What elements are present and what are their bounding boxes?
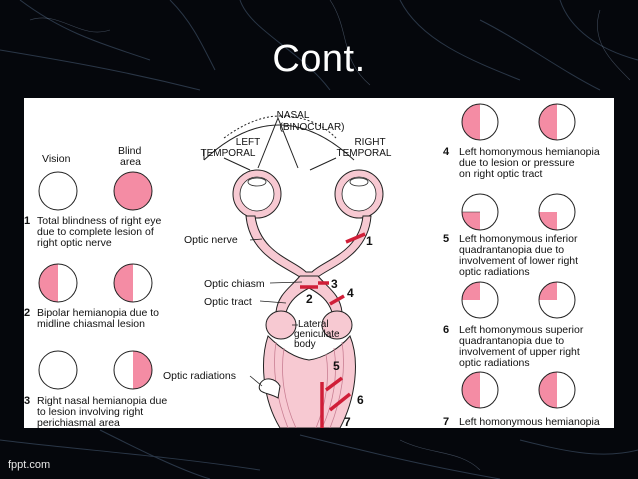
right-item-4-line-2: due to lesion or pressure bbox=[459, 157, 575, 169]
left-item-3-line-3: perichiasmal area bbox=[37, 417, 120, 428]
lesion-markers bbox=[300, 232, 366, 428]
lesion-6-number: 6 bbox=[357, 393, 364, 407]
right-item-4-line-1: Left homonymous hemianopia bbox=[459, 146, 600, 158]
vision-field-7 bbox=[461, 371, 499, 409]
blind-field-3 bbox=[113, 350, 153, 390]
label-leader-lines bbox=[249, 238, 303, 387]
right-item-6-line-2: quadrantanopia due to bbox=[459, 335, 564, 347]
left-item-3-line-2: to lesion involving right bbox=[37, 406, 143, 418]
left-item-1: 1 Total blindness of right eye due to co… bbox=[24, 215, 161, 249]
optic-nerves bbox=[245, 215, 372, 281]
binocular-label: (BINOCULAR) bbox=[279, 122, 344, 133]
vision-field-1 bbox=[38, 171, 78, 211]
lesion-6-bar bbox=[328, 392, 352, 412]
blind-field-2 bbox=[113, 263, 153, 303]
optic-radiations-label: Optic radiations bbox=[163, 370, 236, 382]
left-item-2-number: 2 bbox=[24, 307, 30, 319]
blind-field-7 bbox=[538, 371, 576, 409]
left-item-2: 2 Bipolar hemianopia due to midline chia… bbox=[24, 307, 159, 330]
nasal-label: NASAL bbox=[277, 110, 310, 121]
slide-title: Cont. bbox=[272, 38, 366, 80]
right-item-4-number: 4 bbox=[443, 146, 450, 158]
vision-column-header: Vision bbox=[42, 153, 71, 165]
lesion-3-number: 3 bbox=[331, 277, 338, 291]
right-item-6-line-4: optic radiations bbox=[459, 357, 530, 369]
lesion-4-number: 4 bbox=[347, 286, 354, 300]
left-item-1-line-2: due to complete lesion of bbox=[37, 226, 154, 238]
right-item-5: 5 Left homonymous inferior quadrantanopi… bbox=[443, 233, 578, 278]
left-temporal-label-1: LEFT bbox=[236, 137, 260, 148]
vision-field-3 bbox=[38, 350, 78, 390]
optic-radiations-region bbox=[263, 335, 356, 428]
right-item-7-line-1: Left homonymous hemianopia bbox=[459, 416, 600, 428]
vision-field-5 bbox=[461, 193, 499, 231]
left-eye bbox=[232, 169, 282, 219]
left-item-3-line-1: Right nasal hemianopia due bbox=[37, 395, 167, 407]
lateral-geniculate-label-3: body bbox=[294, 339, 316, 350]
blind-field-1 bbox=[113, 171, 153, 211]
blind-field-5 bbox=[538, 193, 576, 231]
right-item-5-line-3: involvement of lower right bbox=[459, 255, 578, 267]
left-item-3: 3 Right nasal hemianopia due to lesion i… bbox=[24, 395, 167, 428]
right-item-6-number: 6 bbox=[443, 324, 449, 336]
footer-watermark: fppt.com bbox=[8, 459, 51, 471]
lesion-5-bar bbox=[324, 376, 344, 392]
optic-nerve-label: Optic nerve bbox=[184, 234, 238, 246]
optic-tract-label: Optic tract bbox=[204, 296, 252, 308]
left-item-3-number: 3 bbox=[24, 395, 30, 407]
lateral-geniculate-label-2: geniculate bbox=[294, 329, 340, 340]
right-item-6-line-1: Left homonymous superior bbox=[459, 324, 584, 336]
blind-area-header-line-2: area bbox=[120, 156, 141, 168]
right-item-5-line-4: optic radiations bbox=[459, 266, 530, 278]
left-item-1-line-1: Total blindness of right eye bbox=[37, 215, 161, 227]
visual-pathway-diagram: Vision Blind area 1 Total blindness of r… bbox=[24, 103, 600, 428]
right-item-4-line-3: on right optic tract bbox=[459, 168, 543, 180]
vision-field-6 bbox=[461, 281, 499, 319]
right-item-7-number: 7 bbox=[443, 416, 449, 428]
blind-field-4 bbox=[538, 103, 576, 141]
optic-chiasm-label: Optic chiasm bbox=[204, 278, 265, 290]
lesion-1-number: 1 bbox=[366, 234, 373, 248]
visual-field-defects-figure: Vision Blind area 1 Total blindness of r… bbox=[24, 98, 614, 428]
left-item-1-line-3: right optic nerve bbox=[37, 237, 112, 249]
blind-area-header-line-1: Blind bbox=[118, 145, 142, 157]
right-item-5-number: 5 bbox=[443, 233, 449, 245]
right-eye bbox=[334, 169, 384, 219]
right-temporal-label-2: TEMPORAL bbox=[336, 148, 391, 159]
left-item-1-number: 1 bbox=[24, 215, 30, 227]
left-lateral-geniculate-body bbox=[265, 310, 297, 340]
right-item-7: 7 Left homonymous hemianopia bbox=[443, 416, 600, 428]
left-item-2-line-2: midline chiasmal lesion bbox=[37, 318, 145, 330]
right-temporal-label-1: RIGHT bbox=[354, 137, 385, 148]
visual-field-arcs bbox=[203, 115, 355, 171]
lesion-1-bar bbox=[345, 232, 366, 244]
right-item-5-line-1: Left homonymous inferior bbox=[459, 233, 578, 245]
right-item-6-line-3: involvement of upper right bbox=[459, 346, 580, 358]
right-item-6: 6 Left homonymous superior quadrantanopi… bbox=[443, 324, 584, 369]
lesion-2-number: 2 bbox=[306, 292, 313, 306]
vision-field-4 bbox=[461, 103, 499, 141]
blind-field-6 bbox=[538, 281, 576, 319]
right-item-5-line-2: quadrantanopia due to bbox=[459, 244, 564, 256]
lesion-4-bar bbox=[329, 294, 345, 306]
right-lateral-geniculate-body bbox=[321, 310, 353, 340]
right-item-4: 4 Left homonymous hemianopia due to lesi… bbox=[443, 146, 600, 180]
lesion-7-number: 7 bbox=[344, 415, 351, 428]
left-item-2-line-1: Bipolar hemianopia due to bbox=[37, 307, 159, 319]
vision-field-2 bbox=[38, 263, 78, 303]
left-temporal-label-2: TEMPORAL bbox=[200, 148, 255, 159]
lateral-geniculate-label-1: Lateral bbox=[298, 319, 329, 330]
lesion-5-number: 5 bbox=[333, 359, 340, 373]
